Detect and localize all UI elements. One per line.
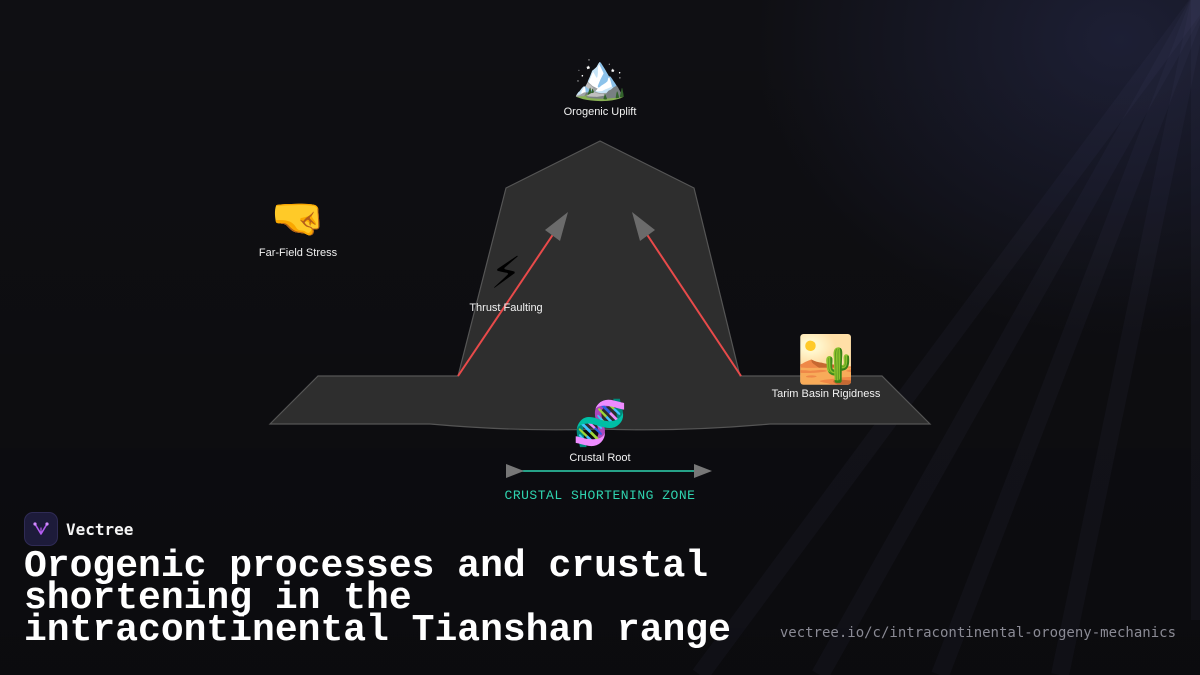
brand-name: Vectree [66, 519, 134, 539]
node-label: Crustal Root [569, 452, 631, 464]
node-far-field-stress: 🤜 Far-Field Stress [258, 193, 338, 260]
fault-line-right [643, 229, 742, 377]
fault-arrow-left-icon [545, 212, 568, 241]
zone-arrow-right-icon [694, 464, 712, 478]
node-label: Far-Field Stress [258, 247, 338, 259]
lightning-icon: ⚡ [490, 248, 522, 299]
shortening-zone-label: CRUSTAL SHORTENING ZONE [504, 488, 696, 503]
fault-line-left [457, 229, 557, 377]
node-label: Tarim Basin Rigidness [771, 388, 881, 400]
node-label: Orogenic Uplift [563, 106, 637, 118]
fist-icon: 🤜 [270, 193, 326, 244]
node-orogenic-uplift: 🏔️ Orogenic Uplift [563, 52, 637, 119]
node-crustal-root: 🧬 Crustal Root [569, 398, 631, 465]
fault-arrow-right-icon [632, 212, 655, 241]
desert-icon: 🏜️ [797, 332, 855, 386]
brand[interactable]: Vectree [24, 512, 133, 546]
node-label: Thrust Faulting [469, 302, 543, 314]
mountain-icon: 🏔️ [572, 52, 628, 103]
crust-shape [268, 140, 932, 431]
orogeny-diagram: 🏔️ Orogenic Uplift 🤜 Far-Field Stress ⚡ … [258, 52, 932, 503]
node-tarim-basin-rigidness: 🏜️ Tarim Basin Rigidness [772, 336, 881, 400]
node-thrust-faulting: ⚡ Thrust Faulting [469, 248, 543, 315]
crust-cross-section [268, 140, 932, 478]
zone-arrow-left-icon [506, 464, 524, 478]
page-title: Orogenic processes and crustal shortenin… [24, 545, 731, 652]
page-url[interactable]: vectree.io/c/intracontinental-orogeny-me… [779, 625, 1176, 641]
vectree-logo-icon [24, 512, 58, 546]
dna-icon: 🧬 [572, 398, 628, 449]
